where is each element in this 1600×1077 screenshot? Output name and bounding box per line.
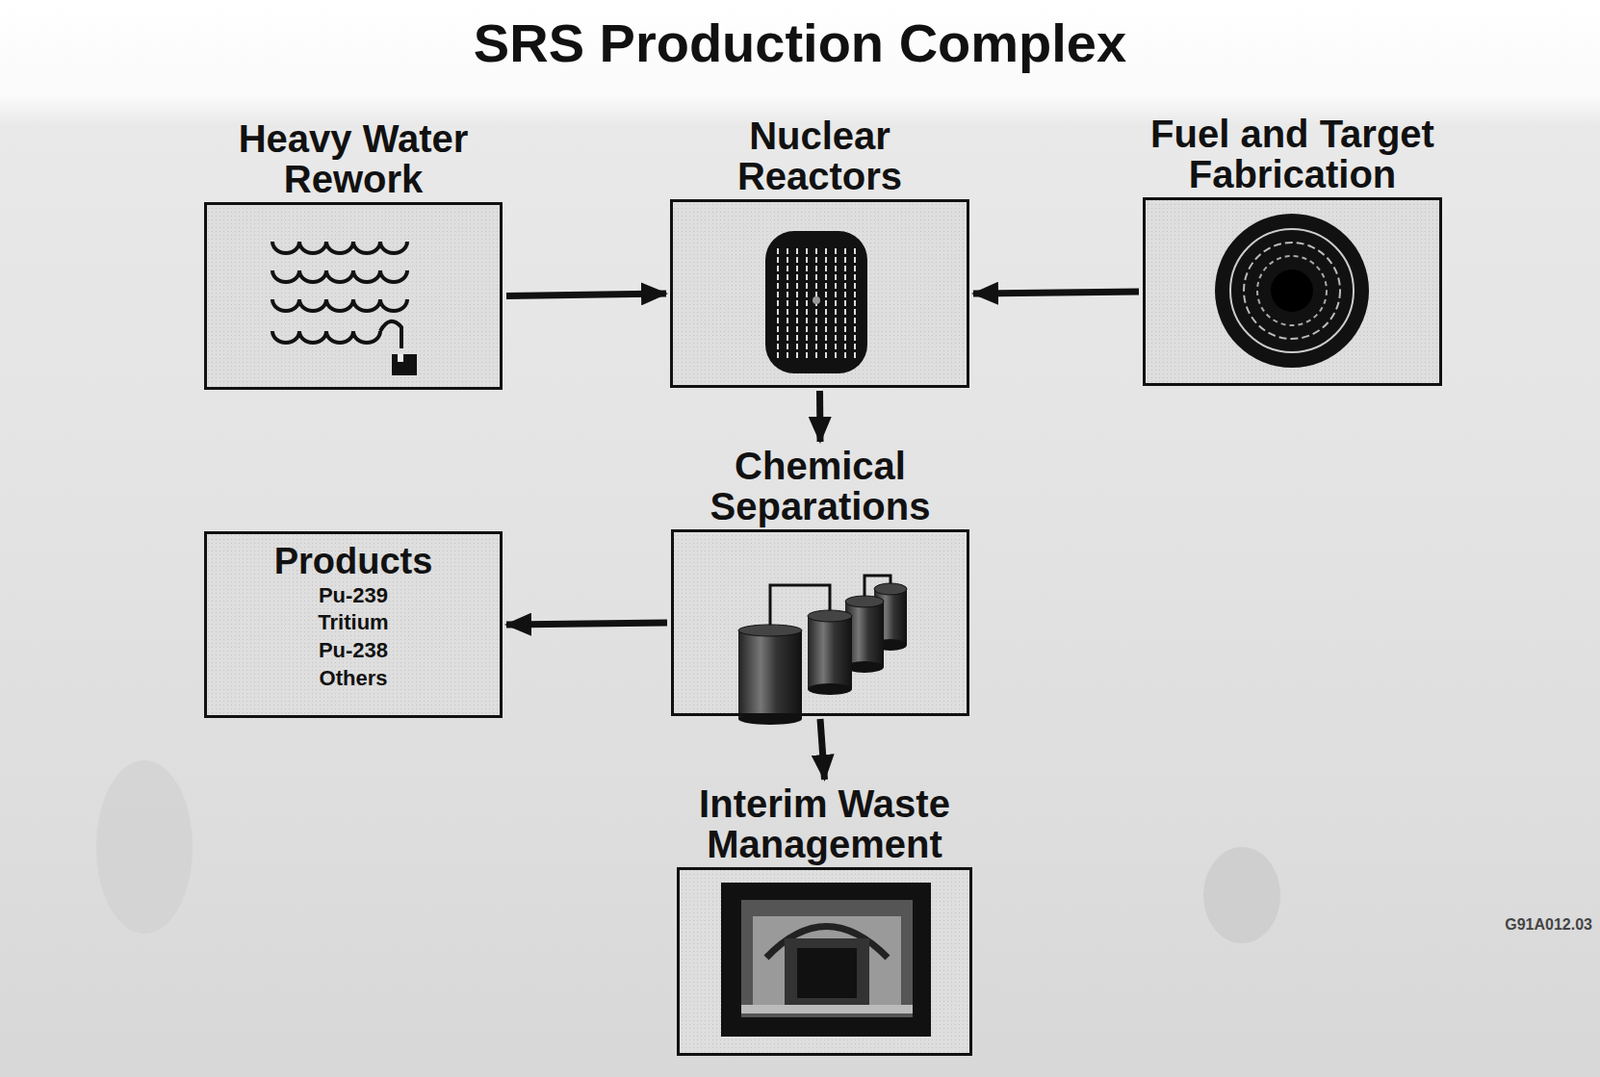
process-box: Heavy Water Rework bbox=[204, 202, 503, 390]
box-heading: Heavy Water Rework bbox=[170, 118, 537, 200]
box-heading: Nuclear Reactors bbox=[695, 115, 946, 197]
product-item: Others bbox=[206, 665, 500, 694]
drawing-number: G91A012.03 bbox=[1504, 916, 1593, 934]
process-box: Chemical Separations bbox=[670, 529, 970, 717]
waste-vault-icon bbox=[721, 882, 931, 1037]
smudge bbox=[1203, 847, 1281, 944]
flow-arrow bbox=[973, 291, 1139, 294]
box-fill bbox=[204, 197, 1443, 1057]
flow-arrow bbox=[506, 622, 668, 625]
box-heading: Chemical Separations bbox=[690, 445, 951, 527]
water-icon bbox=[272, 241, 408, 343]
flow-arrow bbox=[816, 390, 825, 442]
flow-arrow bbox=[820, 719, 826, 780]
process-box: Nuclear Reactors bbox=[670, 199, 970, 388]
process-box: Interim Waste Management bbox=[676, 867, 973, 1057]
product-item: Pu-238 bbox=[206, 637, 500, 666]
process-box: Fuel and Target Fabrication bbox=[1142, 197, 1443, 387]
tap-icon bbox=[380, 321, 417, 376]
tank-icon bbox=[738, 575, 907, 725]
process-box: ProductsPu-239TritiumPu-238Others bbox=[204, 531, 503, 719]
reactor-icon bbox=[765, 231, 868, 374]
box-heading: Fuel and Target Fabrication bbox=[1109, 113, 1476, 195]
box-heading: Products bbox=[206, 541, 500, 583]
title: SRS Production Complex bbox=[0, 11, 1600, 75]
box-heading: Interim Waste Management bbox=[642, 783, 1008, 865]
flow-arrow bbox=[506, 293, 667, 297]
product-item: Tritium bbox=[206, 609, 500, 638]
smudge bbox=[96, 760, 193, 934]
product-item: Pu-239 bbox=[206, 582, 500, 611]
fuel-target-icon bbox=[1214, 213, 1369, 368]
